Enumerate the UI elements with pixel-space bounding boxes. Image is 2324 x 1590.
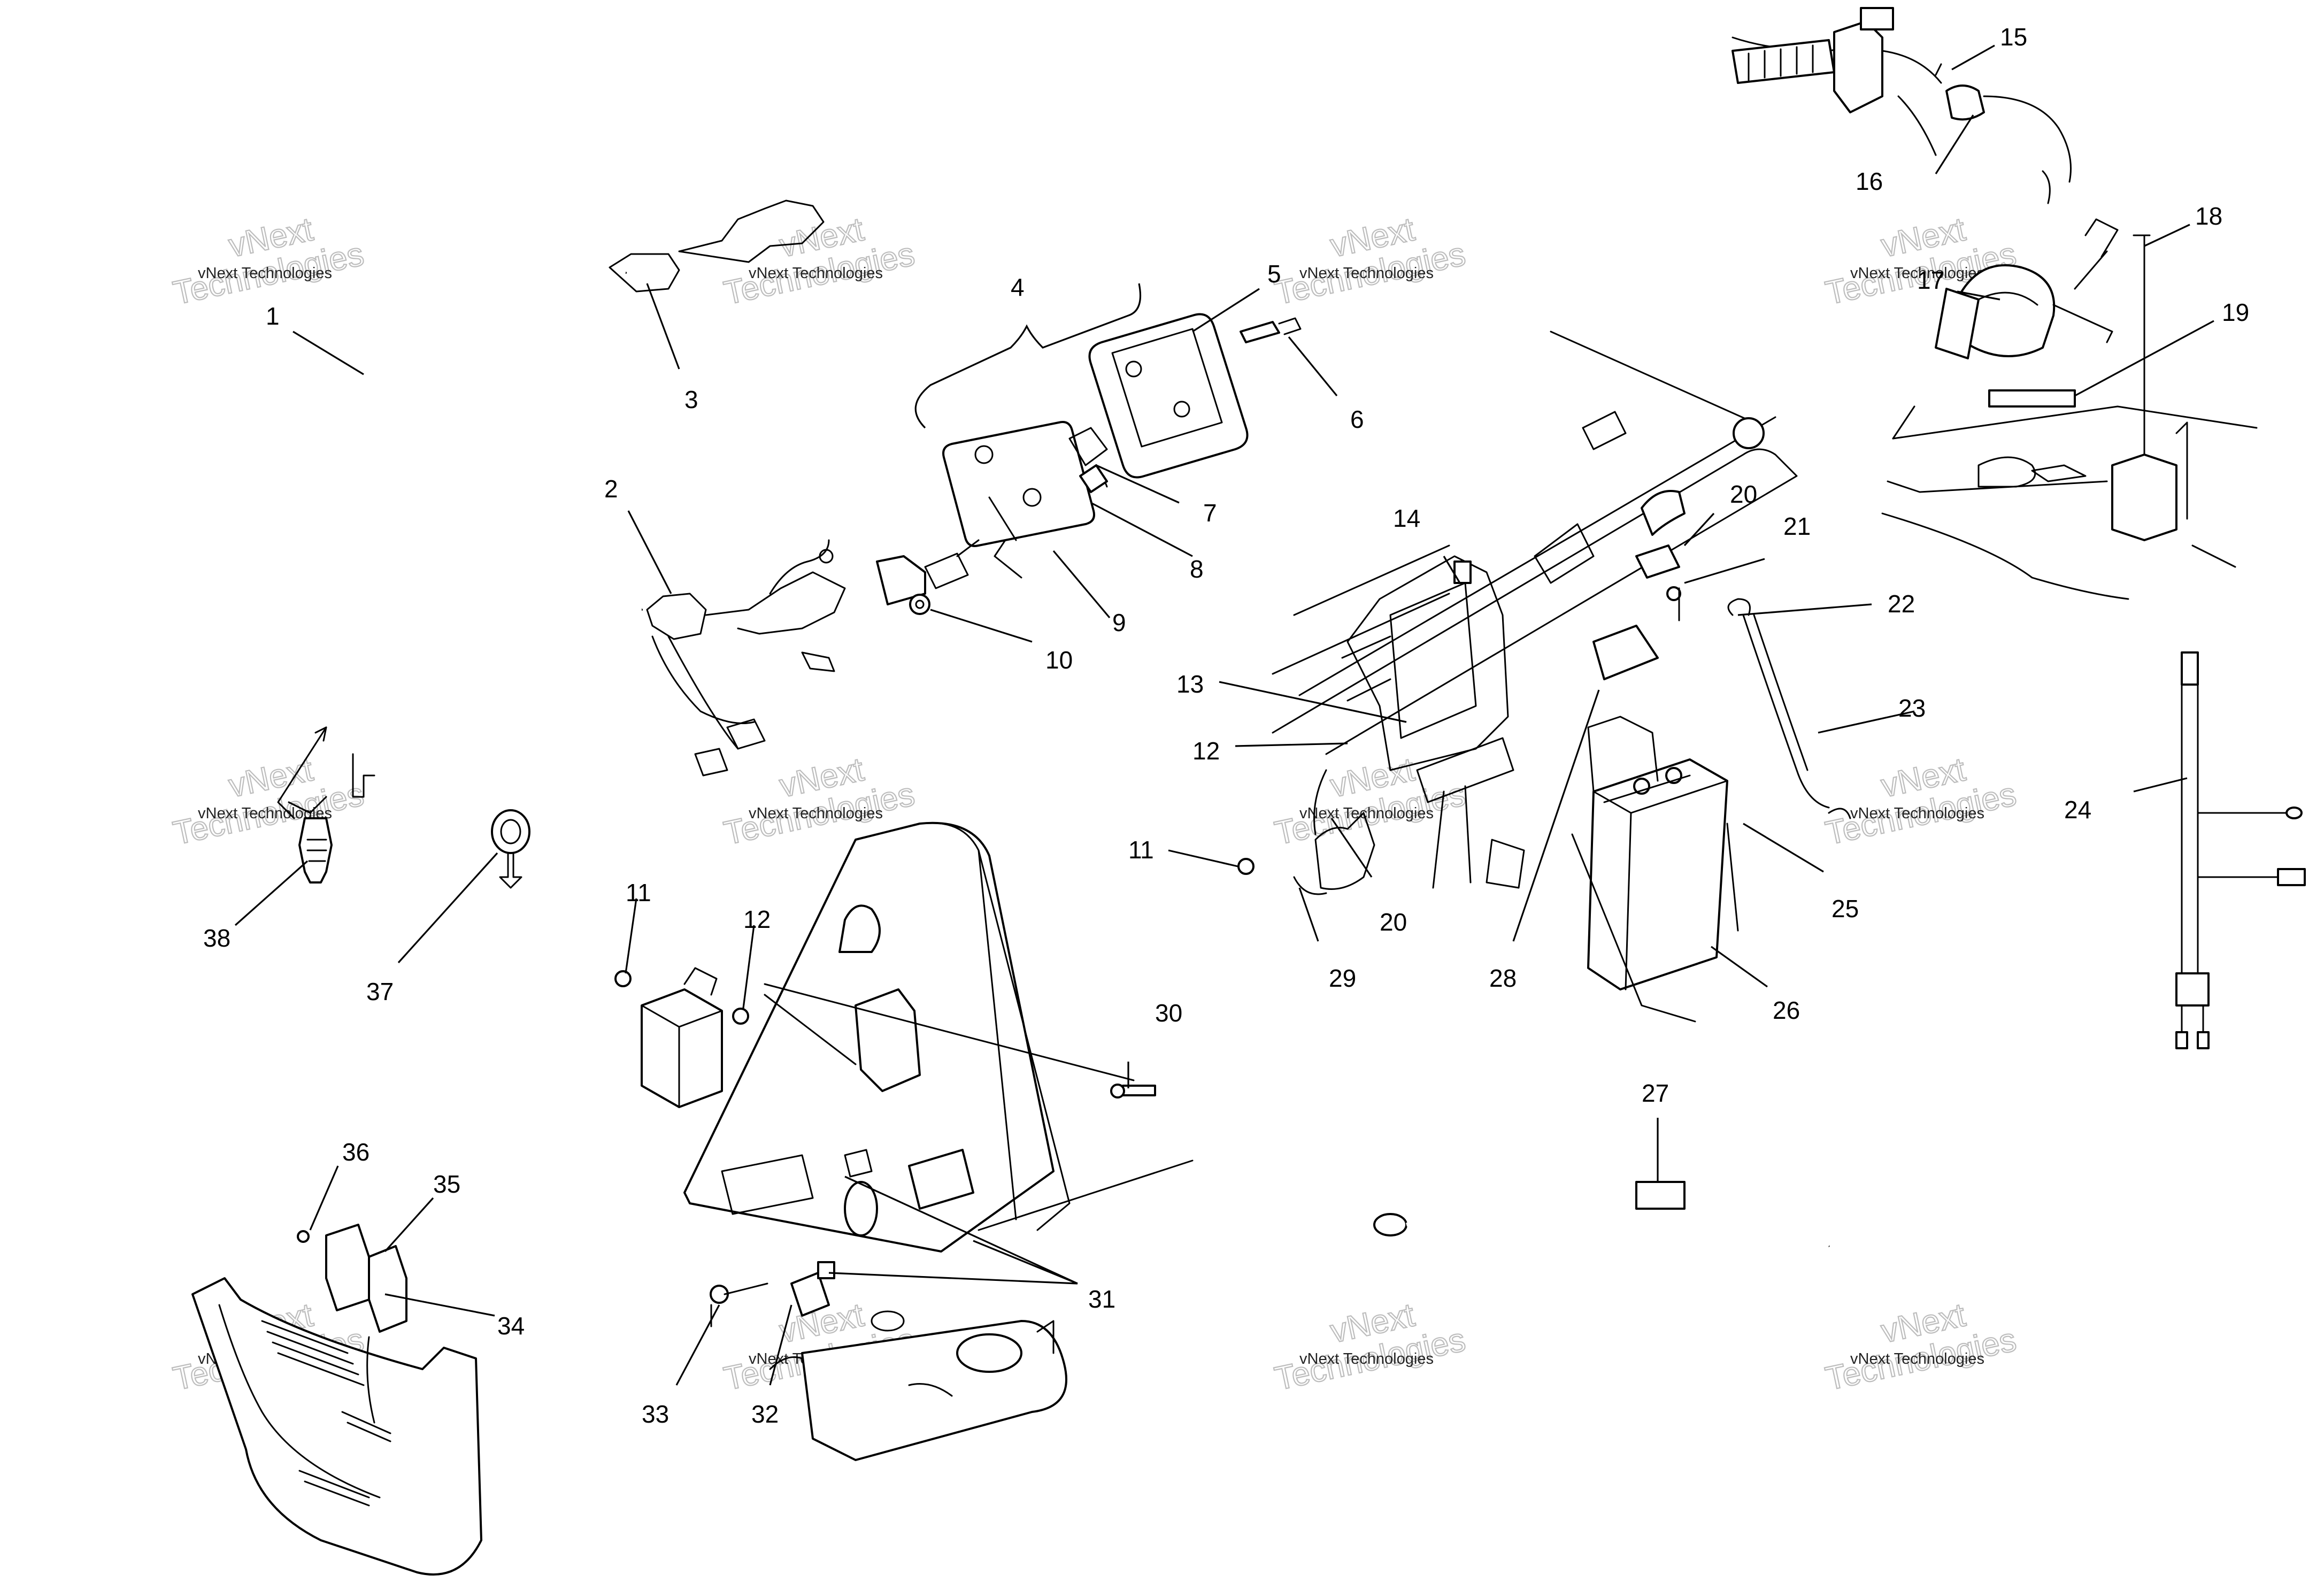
callout-12: 12	[1192, 737, 1220, 765]
svg-text:vNext Technologies: vNext Technologies	[1850, 265, 1984, 282]
horn-assembly	[1881, 218, 2258, 600]
callout-11: 11	[1128, 836, 1154, 864]
callout-28: 28	[1489, 964, 1517, 992]
callout-31: 31	[1088, 1285, 1115, 1313]
callout-24: 24	[2064, 796, 2091, 824]
callout-20-top: 20	[1730, 480, 1757, 508]
callout-35: 35	[433, 1170, 460, 1198]
callout-23: 23	[1898, 694, 1926, 722]
svg-text:vNext Technologies: vNext Technologies	[1850, 805, 1984, 822]
callout-34: 34	[497, 1312, 525, 1340]
svg-text:vNext Technologies: vNext Technologies	[749, 265, 883, 282]
callout-25: 25	[1832, 895, 1859, 923]
callout-14: 14	[1393, 504, 1420, 532]
callout-labels: 1 2 3 4 5 6 7 8 9 10 11 12 13 14 15 16 1…	[203, 23, 2249, 1428]
svg-text:vNext Technologies: vNext Technologies	[1299, 1350, 1434, 1368]
callout-33: 33	[642, 1400, 669, 1428]
callout-27: 27	[1642, 1079, 1669, 1107]
svg-text:vNext Technologies: vNext Technologies	[1299, 265, 1434, 282]
headlight-panel	[683, 821, 1194, 1461]
callout-30: 30	[1155, 999, 1182, 1027]
watermark: Technologies vNext vNext Technologies	[1271, 1296, 1469, 1398]
callout-17: 17	[1917, 266, 1944, 294]
battery-assembly	[1571, 490, 1851, 1023]
callout-5: 5	[1267, 260, 1281, 288]
callout-16: 16	[1856, 167, 1883, 195]
callout-9: 9	[1112, 609, 1126, 636]
callout-2: 2	[604, 475, 618, 503]
svg-text:vNext Technologies: vNext Technologies	[198, 265, 332, 282]
watermark: Technologies vNext vNext Technologies	[1822, 1296, 2020, 1398]
callout-10: 10	[1045, 646, 1073, 674]
callout-20-bottom: 20	[1380, 908, 1407, 936]
handlebar-switch	[1732, 7, 2072, 204]
ground-cable	[1373, 1181, 1830, 1248]
leader-lines	[234, 44, 2214, 1386]
callout-32: 32	[751, 1400, 779, 1428]
callout-38: 38	[203, 924, 230, 952]
frame-assembly	[1237, 331, 1798, 895]
front-grille	[191, 1224, 482, 1576]
callout-36: 36	[342, 1138, 370, 1166]
callout-37: 37	[366, 978, 394, 1005]
callout-15: 15	[2000, 23, 2027, 51]
svg-text:vNext Technologies: vNext Technologies	[1299, 805, 1434, 822]
wiring-harness	[313, 199, 846, 777]
callout-13: 13	[1176, 670, 1204, 698]
watermark-layer: Technologies vNext vNext Technologies Te…	[170, 210, 2020, 1398]
callout-21: 21	[1783, 512, 1811, 540]
svg-text:vNext Technologies: vNext Technologies	[749, 805, 883, 822]
callout-7: 7	[1203, 499, 1217, 527]
sub-harness	[2175, 651, 2306, 1049]
watermark: Technologies vNext vNext Technologies	[170, 210, 368, 312]
callout-18: 18	[2195, 202, 2222, 230]
svg-text:vNext Technologies: vNext Technologies	[1850, 1350, 1984, 1368]
callout-29: 29	[1329, 964, 1356, 992]
headlight-assembly	[876, 283, 1302, 615]
watermark: Technologies vNext vNext Technologies	[1822, 750, 2020, 852]
callout-8: 8	[1190, 555, 1204, 583]
watermark: Technologies vNext vNext Technologies	[1271, 210, 1469, 312]
callout-12-left: 12	[743, 905, 771, 933]
watermark: Technologies vNext vNext Technologies	[170, 750, 368, 852]
voltage-regulator	[614, 967, 1135, 1108]
callout-19: 19	[2222, 298, 2249, 326]
callout-1: 1	[266, 302, 280, 330]
fasteners	[277, 726, 530, 889]
callout-26: 26	[1773, 996, 1800, 1024]
callout-6: 6	[1350, 405, 1364, 433]
callout-11-left: 11	[626, 879, 651, 907]
callout-3: 3	[684, 386, 698, 413]
callout-22: 22	[1888, 590, 1915, 618]
callout-4: 4	[1011, 273, 1025, 301]
